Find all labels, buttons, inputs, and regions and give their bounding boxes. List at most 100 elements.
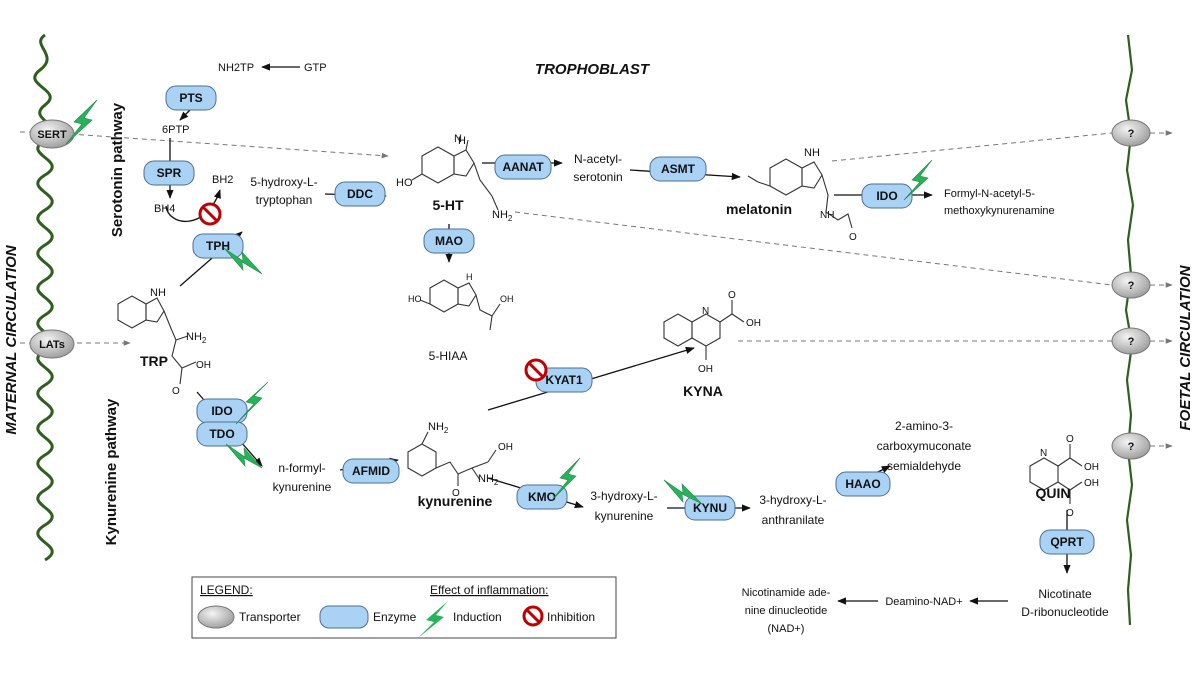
enzyme-mao: MAO (423, 228, 475, 254)
kmo-label: KMO (528, 490, 556, 504)
enzyme-afmid: AFMID (342, 458, 400, 484)
foetal-circulation-label: FOETAL CIRCULATION (1177, 264, 1194, 430)
htp-label-line2: tryptophan (256, 193, 313, 207)
sert-to-5ht-dashed (69, 133, 389, 159)
quin-oh-1: OH (1084, 462, 1099, 473)
quin-structure (1029, 444, 1083, 504)
kyn-o: O (452, 488, 460, 499)
acms-label-line3: semialdehyde (887, 459, 961, 473)
nacetyl-label-line2: serotonin (573, 170, 622, 184)
induction-icon-kynu (663, 479, 703, 505)
htp-label-line1: 5-hydroxy-L- (250, 175, 317, 189)
enzyme-haao: HAAO (835, 471, 891, 497)
transporter-lats: LATs (29, 329, 75, 359)
kyn-nh2-2: NH2 (478, 473, 499, 487)
ido-mel-label: IDO (876, 189, 897, 203)
enzyme-asmt: ASMT (649, 156, 707, 182)
melatonin-amide-nh: NH (820, 210, 834, 221)
legend-inhibition-label: Inhibition (547, 610, 595, 624)
deamino-label: Deamino-NAD+ (885, 596, 962, 608)
legend-inhibition-icon (522, 605, 544, 627)
sert-label: SERT (37, 129, 67, 141)
kyna-oh-2: OH (698, 364, 713, 375)
6ptp-label: 6PTP (162, 124, 190, 136)
kyna-o: O (728, 290, 736, 301)
induction-icon-tdo (225, 443, 263, 469)
induction-icon-sert (65, 99, 98, 145)
legend-title: LEGEND: (200, 583, 253, 597)
enzyme-ddc: DDC (334, 181, 386, 207)
melatonin-structure (747, 158, 853, 229)
unknown-label-2: ? (1128, 280, 1135, 292)
enzyme-qprt: QPRT (1039, 529, 1095, 555)
nad-label-line3: (NAD+) (768, 623, 805, 635)
5ht-to-foetal-dashed (514, 211, 1113, 286)
unknown-label-1: ? (1128, 128, 1135, 140)
transporter-sert: SERT (29, 119, 75, 149)
kynurenine-pathway-label: Kynurenine pathway (103, 398, 120, 545)
nad-label-line1: Nicotinamide ade- (742, 587, 831, 599)
quin-label: QUIN (1036, 485, 1071, 501)
legend-enzyme-label: Enzyme (373, 610, 417, 624)
trp-label: TRP (140, 353, 168, 369)
quin-oh-2: OH (1084, 478, 1099, 489)
legend-transporter-label: Transporter (239, 610, 301, 624)
lats-label: LATs (39, 339, 65, 351)
induction-icon-ido (235, 381, 269, 425)
quin-o-1: O (1066, 434, 1074, 445)
kyn-nh2-1: NH2 (428, 421, 449, 435)
5ht-nh-label: H (458, 135, 466, 147)
pts-arrow (179, 109, 191, 121)
quin-n: N (1040, 448, 1047, 459)
acms-label-line1: 2-amino-3- (895, 419, 953, 433)
melatonin-to-foetal-dashed (831, 132, 1113, 162)
enzyme-ido: IDO (196, 398, 248, 424)
5ht-nh2-label: NH2 (492, 209, 513, 223)
haa-label-line1: 3-hydroxy-L- (759, 493, 826, 507)
quin-o-2: O (1066, 508, 1074, 519)
enzyme-aanat: AANAT (494, 154, 552, 180)
formyl-label-line1: Formyl-N-acetyl-5- (944, 188, 1035, 200)
afmid-label: AFMID (352, 464, 390, 478)
kyna-structure (663, 300, 745, 360)
trp-structure (117, 295, 197, 385)
5hiaa-structure (419, 279, 501, 331)
enzyme-spr: SPR (143, 160, 195, 186)
nacetyl-label-line1: N-acetyl- (574, 152, 622, 166)
kynurenine-structure (407, 431, 497, 486)
unknown-label-3: ? (1128, 336, 1135, 348)
5hiaa-nh: H (466, 272, 473, 282)
nh2tp-label: NH2TP (218, 62, 254, 74)
5hiaa-ho: HO (408, 294, 422, 304)
asmt-label: ASMT (661, 162, 696, 176)
kyna-n: N (702, 306, 709, 317)
kyna-oh-1: OH (746, 318, 761, 329)
transporter-unknown-4: ? (1111, 432, 1151, 460)
ido-label: IDO (211, 404, 232, 418)
kyn-oh: OH (498, 442, 513, 453)
nformyl-label-line1: n-formyl- (278, 461, 325, 475)
enzyme-tdo: TDO (196, 421, 248, 447)
haao-label: HAAO (845, 477, 880, 491)
trp-nh2: NH2 (186, 331, 207, 345)
hk-label-line1: 3-hydroxy-L- (590, 489, 657, 503)
acms-label-line2: carboxymuconate (877, 439, 972, 453)
maternal-membrane (33, 33, 55, 562)
induction-icon-kmo (551, 457, 581, 501)
qprt-label: QPRT (1050, 535, 1084, 549)
induction-icon-tph (223, 247, 263, 275)
enzyme-kynu: KYNU (684, 495, 736, 521)
melatonin-o-label: O (849, 232, 857, 243)
legend-induction-label: Induction (453, 610, 502, 624)
nicotinate-label-line2: D-ribonucleotide (1021, 605, 1109, 619)
trp-nh: NH (150, 287, 166, 299)
transporter-unknown-3: ? (1111, 327, 1151, 355)
tdo-label: TDO (209, 427, 234, 441)
inhibition-icon-tph (198, 202, 222, 226)
legend-enzyme-icon (319, 605, 369, 629)
legend-induction-icon (418, 601, 448, 638)
melatonin-label: melatonin (726, 201, 792, 217)
ddc-label: DDC (347, 187, 373, 201)
formyl-label-line2: methoxykynurenamine (944, 205, 1055, 217)
